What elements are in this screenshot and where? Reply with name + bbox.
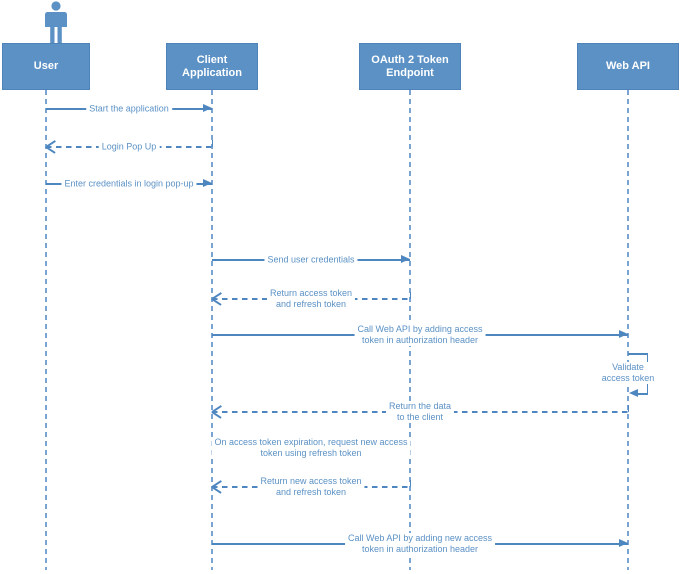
message-label-line: On access token expiration, request new …	[214, 437, 408, 447]
participant-label: OAuth 2 Token Endpoint	[371, 53, 449, 79]
open-arrow-stroke	[45, 145, 56, 154]
lifeline-user	[45, 90, 47, 570]
message-arrowhead-11	[619, 539, 628, 547]
participant-client: Client Application	[166, 43, 258, 90]
participant-label: Client Application	[182, 53, 242, 79]
participant-oauth: OAuth 2 Token Endpoint	[359, 43, 461, 90]
self-message-top-7	[628, 353, 648, 355]
message-label-2: Login Pop Up	[98, 141, 160, 153]
message-arrowhead-5	[211, 291, 224, 307]
message-label-4: Send user credentials	[264, 254, 358, 266]
message-label-line: and refresh token	[275, 487, 347, 497]
message-label-line: Return new access token	[260, 476, 362, 486]
message-arrowhead-10	[211, 479, 224, 495]
self-message-arrowhead-7	[629, 389, 638, 397]
message-label-line: token using refresh token	[260, 448, 362, 458]
message-arrowhead-1	[203, 104, 212, 112]
message-label-line: Return access token	[269, 288, 353, 298]
participant-webapi: Web API	[577, 43, 679, 90]
lifeline-client	[211, 90, 213, 570]
message-tail-tick-5	[409, 291, 411, 299]
message-tail-tick-8	[627, 404, 629, 412]
message-label-line: Call Web API by adding new access	[348, 533, 492, 543]
message-label-3: Enter credentials in login pop-up	[61, 178, 197, 190]
message-label-line: Return the data	[388, 401, 452, 411]
message-arrowhead-4	[401, 255, 410, 263]
message-label-line: Start the application	[89, 103, 169, 114]
message-label-line: access token	[601, 373, 655, 383]
self-message-bottom-7	[637, 393, 648, 395]
participant-label: Web API	[605, 60, 650, 72]
message-label-line: token in authorization header	[361, 335, 479, 345]
lifeline-webapi	[627, 90, 629, 570]
message-label-line: Login Pop Up	[101, 141, 157, 152]
participant-label: User	[33, 60, 59, 72]
message-arrowhead-8	[211, 404, 224, 420]
message-arrowhead-6	[619, 330, 628, 338]
message-label-line: token in authorization header	[361, 544, 479, 554]
message-label-1: Start the application	[86, 103, 172, 115]
message-tail-tick-2	[211, 139, 213, 147]
person-icon	[45, 1, 67, 43]
open-arrow-stroke	[211, 485, 222, 494]
message-label-line: Validate	[612, 362, 644, 372]
open-arrow-stroke	[211, 410, 222, 419]
open-arrow-stroke	[211, 297, 222, 306]
message-label-line: Call Web API by adding access	[357, 324, 483, 334]
participant-user: User	[2, 43, 90, 90]
message-label-line: Send user credentials	[267, 254, 355, 265]
message-arrowhead-3	[203, 179, 212, 187]
message-label-line: and refresh token	[275, 299, 347, 309]
message-label-9: On access token expiration, request new …	[211, 437, 411, 459]
message-label-line: Enter credentials in login pop-up	[64, 178, 194, 189]
message-arrowhead-2	[45, 139, 58, 155]
message-label-line: to the client	[396, 412, 444, 422]
message-tail-tick-10	[409, 479, 411, 487]
